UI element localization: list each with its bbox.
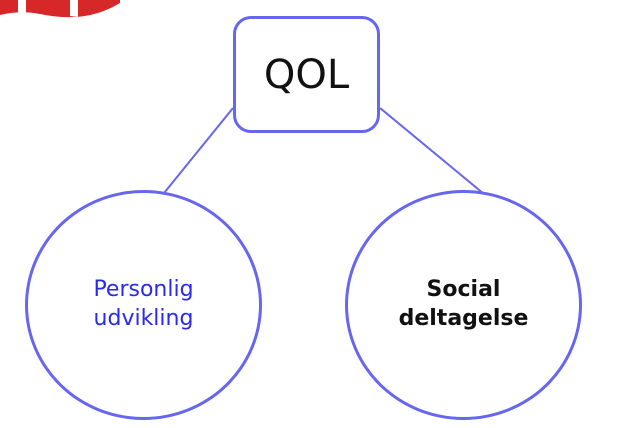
child-node-social-deltagelse: Social deltagelse <box>345 190 582 420</box>
flag-icon <box>0 0 120 18</box>
root-node-label: QOL <box>263 51 350 98</box>
child-node-label-line1: Social <box>426 277 501 303</box>
child-node-label-line2: deltagelse <box>398 306 529 331</box>
connector-left <box>159 107 234 199</box>
root-node-qol: QOL <box>233 16 380 133</box>
child-node-personlig-udvikling: Personlig udvikling <box>25 190 262 420</box>
child-node-label-line2: udvikling <box>93 306 194 331</box>
connector-right <box>379 107 485 195</box>
child-node-label-line1: Personlig <box>93 277 194 303</box>
